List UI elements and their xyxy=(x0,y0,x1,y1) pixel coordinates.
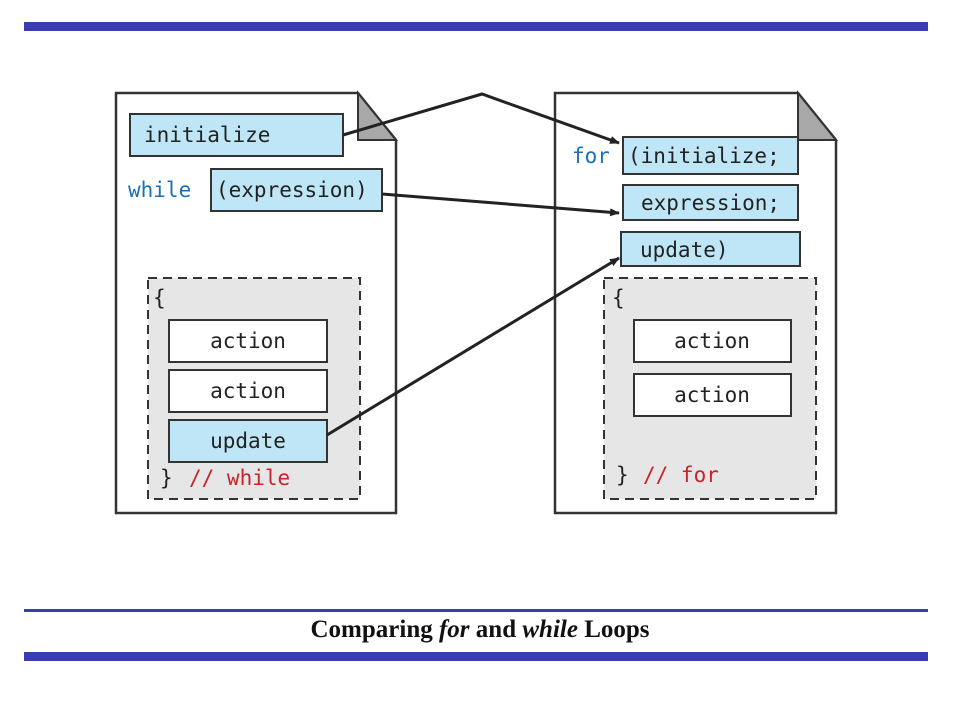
caption-for-word: for xyxy=(438,616,470,643)
while-open-brace: { xyxy=(153,286,166,310)
while-expression-text: (expression) xyxy=(216,178,368,202)
caption-post: Loops xyxy=(577,616,650,643)
while-expression-box xyxy=(210,168,383,212)
initialize-arrow xyxy=(342,92,620,145)
for-close-brace: } xyxy=(616,463,629,487)
for-initialize-box xyxy=(622,136,799,175)
loop-comparison-diagram: initialize while (expression) { action a… xyxy=(114,90,839,515)
caption-top-divider xyxy=(24,609,928,612)
for-action-box-2 xyxy=(633,373,792,417)
for-action-box-1 xyxy=(633,319,792,363)
update-arrow xyxy=(326,256,620,437)
for-open-brace: { xyxy=(612,286,625,310)
while-initialize-text: initialize xyxy=(144,123,270,147)
for-initialize-text: (initialize; xyxy=(628,144,780,168)
slide-caption: Comparing for and while Loops xyxy=(0,616,960,644)
while-close-brace: } xyxy=(160,466,173,490)
bottom-divider xyxy=(24,652,928,661)
for-expression-box xyxy=(622,184,799,221)
caption-while-word: while xyxy=(522,616,578,643)
while-update-text: update xyxy=(210,429,286,453)
while-action-box-1 xyxy=(168,319,328,363)
while-keyword: while xyxy=(128,178,191,202)
for-update-box xyxy=(620,231,801,267)
while-loop-page: initialize while (expression) { action a… xyxy=(114,90,399,515)
for-update-text: update) xyxy=(640,238,729,262)
for-action-text-1: action xyxy=(674,329,750,353)
while-page-fold xyxy=(357,90,399,141)
while-action-text-2: action xyxy=(210,379,286,403)
for-keyword: for xyxy=(572,144,610,168)
for-loop-page: for (initialize; expression; update) { a… xyxy=(553,90,839,515)
for-action-text-2: action xyxy=(674,383,750,407)
top-divider xyxy=(24,22,928,31)
while-update-box xyxy=(168,419,328,463)
while-action-text-1: action xyxy=(210,329,286,353)
for-comment: // for xyxy=(643,463,719,487)
while-comment: // while xyxy=(189,466,290,490)
while-action-box-2 xyxy=(168,369,328,413)
expression-arrow xyxy=(381,192,620,217)
for-expression-text: expression; xyxy=(641,191,780,215)
for-page-fold xyxy=(797,90,839,141)
caption-mid: and xyxy=(469,616,523,643)
caption-pre: Comparing xyxy=(310,616,439,643)
while-initialize-box xyxy=(129,113,344,157)
